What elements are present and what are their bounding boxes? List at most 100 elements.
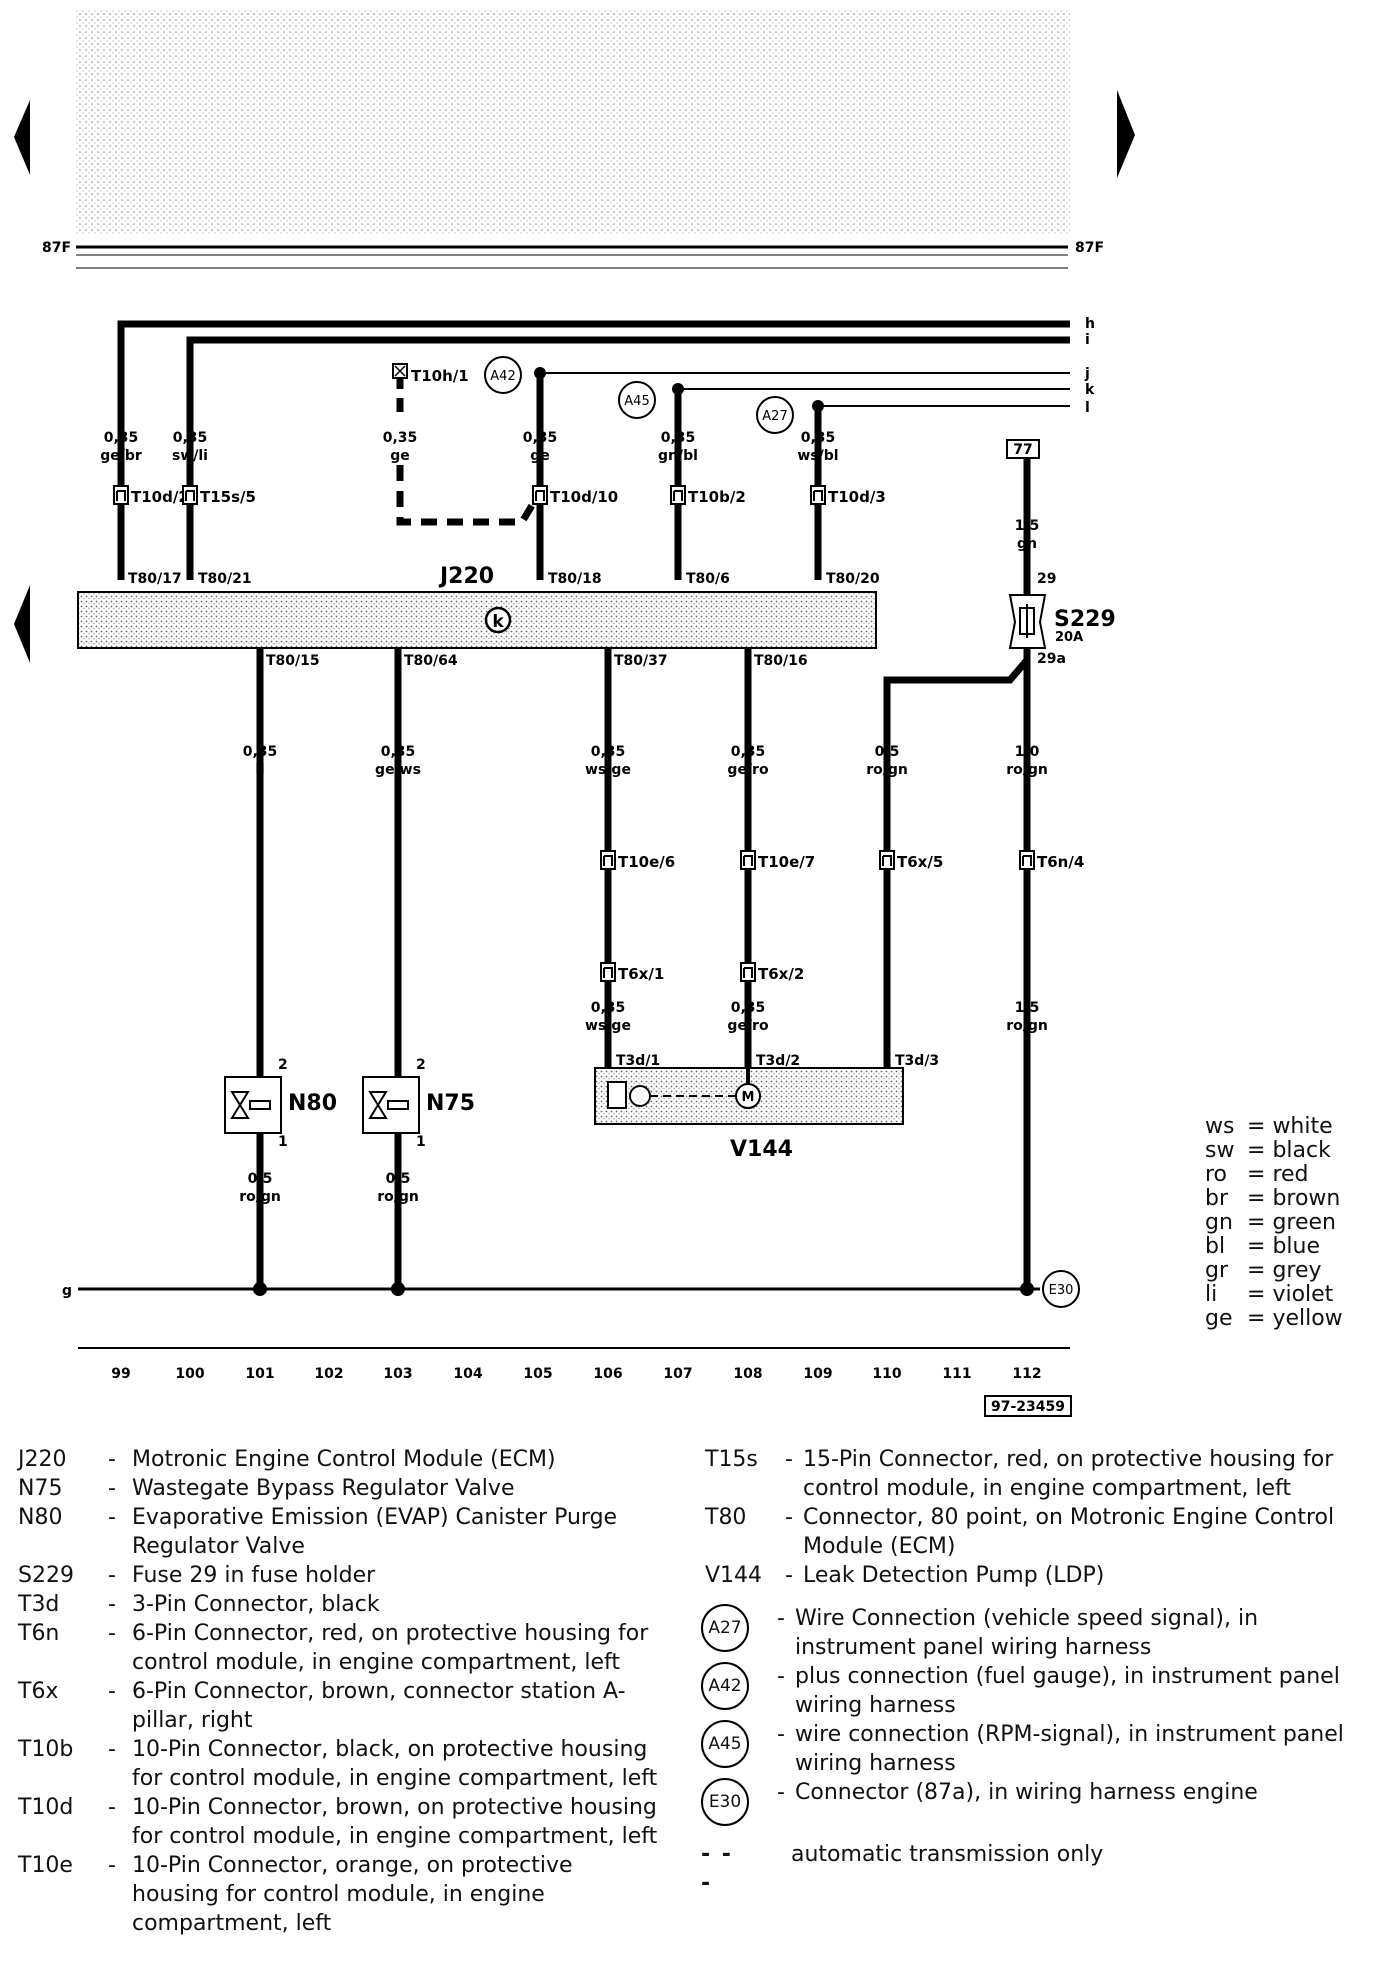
line-label-l: l: [1085, 400, 1090, 416]
circle-a42-label: A42: [490, 369, 515, 384]
svg-text:T3d/3: T3d/3: [895, 1053, 939, 1069]
conn-t10d10: T10d/10: [550, 488, 618, 506]
svg-text:T80/20: T80/20: [826, 571, 880, 587]
svg-text:100: 100: [175, 1366, 204, 1382]
svg-text:ro/gn: ro/gn: [1006, 1018, 1048, 1034]
svg-text:0,35: 0,35: [173, 430, 208, 446]
svg-text:0,5: 0,5: [386, 1171, 411, 1187]
svg-text:M: M: [742, 1090, 755, 1105]
line-label-i: i: [1085, 332, 1090, 348]
conn-t10b2: T10b/2: [688, 488, 746, 506]
svg-text:T80/17: T80/17: [128, 571, 182, 587]
line-label-k: k: [1085, 382, 1095, 398]
svg-text:ws/ge: ws/ge: [585, 1018, 631, 1034]
rail-label-left: 87F: [42, 240, 71, 256]
svg-text:0,35: 0,35: [731, 1000, 766, 1016]
bottom-wire-labels: 0,35 li 0,35 ge/ws 0,35 ws/ge 0,35 ge/ro…: [243, 744, 1048, 778]
line-label-j: j: [1084, 366, 1090, 382]
svg-text:0,35: 0,35: [104, 430, 139, 446]
legend-item: - - -automatic transmission only: [701, 1842, 1104, 1896]
legend-item: A42-plus connection (fuel gauge), in ins…: [701, 1662, 1345, 1720]
svg-text:1: 1: [278, 1134, 288, 1150]
valve-wire-labels: 0,5 ro/gn 0,5 ro/gn: [239, 1171, 419, 1205]
wire-connection-a42: [484, 356, 522, 394]
svg-text:2: 2: [416, 1057, 426, 1073]
svg-text:ro/gn: ro/gn: [377, 1189, 419, 1205]
valve-n75-label: N75: [426, 1091, 475, 1116]
svg-text:0,35: 0,35: [591, 744, 626, 760]
legend-item: S229-Fuse 29 in fuse holder: [18, 1563, 376, 1588]
svg-text:101: 101: [245, 1366, 274, 1382]
line-label-g: g: [62, 1283, 72, 1299]
ecm-top-pins: T80/17 T80/21 T80/18 T80/6 T80/20: [128, 571, 880, 587]
valve-n80-label: N80: [288, 1091, 337, 1116]
svg-text:ge: ge: [390, 448, 410, 464]
svg-text:104: 104: [453, 1366, 482, 1382]
svg-text:T80/18: T80/18: [548, 571, 602, 587]
legend-item: J220-Motronic Engine Control Module (ECM…: [18, 1447, 556, 1472]
svg-text:1,5: 1,5: [1015, 518, 1040, 534]
terminal-77: [1006, 439, 1040, 459]
svg-text:gn: gn: [1017, 536, 1037, 552]
legend-item: E30-Connector (87a), in wiring harness e…: [701, 1778, 1345, 1826]
conn-t6x2: T6x/2: [758, 965, 804, 983]
svg-text:ge/ws: ge/ws: [375, 762, 421, 778]
svg-text:111: 111: [942, 1366, 971, 1382]
svg-text:0,35: 0,35: [801, 430, 836, 446]
svg-text:ge/ro: ge/ro: [727, 1018, 769, 1034]
conn-t10e6: T10e/6: [618, 853, 675, 871]
svg-text:T80/6: T80/6: [686, 571, 730, 587]
legend-item: V144-Leak Detection Pump (LDP): [705, 1563, 1105, 1588]
svg-text:103: 103: [383, 1366, 412, 1382]
svg-text:ro/gn: ro/gn: [866, 762, 908, 778]
rail-label-right: 87F: [1075, 240, 1104, 256]
svg-text:77: 77: [1013, 442, 1032, 458]
conn-t10h1: T10h/1: [411, 367, 469, 385]
wire-connection-a27: [756, 396, 794, 434]
svg-text:29a: 29a: [1037, 651, 1066, 667]
conn-t6x1: T6x/1: [618, 965, 664, 983]
svg-text:li: li: [255, 762, 265, 778]
svg-text:110: 110: [872, 1366, 901, 1382]
legend-item: T10d-10-Pin Connector, brown, on protect…: [18, 1795, 658, 1849]
svg-text:0,35: 0,35: [383, 430, 418, 446]
svg-text:T80/37: T80/37: [614, 653, 668, 669]
conn-t10d2: T10d/2: [131, 488, 189, 506]
svg-text:ws/bl: ws/bl: [797, 448, 838, 464]
conn-t15s5: T15s/5: [200, 488, 256, 506]
svg-text:112: 112: [1012, 1366, 1041, 1382]
svg-text:T3d/1: T3d/1: [616, 1053, 660, 1069]
page-left-arrow[interactable]: [14, 100, 30, 175]
color-key: ws= white sw= black ro= red br= brown gn…: [1205, 1114, 1343, 1331]
circle-a27-label: A27: [762, 409, 787, 424]
svg-text:T80/64: T80/64: [404, 653, 458, 669]
svg-text:ge/ro: ge/ro: [727, 762, 769, 778]
line-label-h: h: [1085, 316, 1095, 332]
legend-left: J220-Motronic Engine Control Module (ECM…: [18, 1445, 658, 1938]
conn-t6x5: T6x/5: [897, 853, 943, 871]
top-wire-labels: 0,35 ge/br 0,35 sw/li 0,35 ge 0,35 ge 0,…: [100, 430, 838, 464]
legend-item: T10b-10-Pin Connector, black, on protect…: [18, 1737, 658, 1791]
legend-item: A45-wire connection (RPM-signal), in ins…: [701, 1720, 1345, 1778]
svg-text:0,35: 0,35: [591, 1000, 626, 1016]
svg-text:109: 109: [803, 1366, 832, 1382]
svg-text:0,35: 0,35: [243, 744, 278, 760]
lower-wire-labels: 0,35 ws/ge 0,35 ge/ro 1,5 ro/gn: [585, 1000, 1048, 1034]
svg-text:99: 99: [111, 1366, 130, 1382]
legend-item: A27-Wire Connection (vehicle speed signa…: [701, 1604, 1345, 1662]
legend-item: T6x-6-Pin Connector, brown, connector st…: [18, 1679, 626, 1733]
svg-text:97-23459: 97-23459: [991, 1399, 1065, 1415]
svg-text:0,5: 0,5: [248, 1171, 273, 1187]
ecm-bottom-pins: T80/15 T80/64 T80/37 T80/16: [266, 653, 808, 669]
ecm-j220: [77, 591, 877, 649]
page-left-arrow-2[interactable]: [14, 585, 30, 663]
valve-n80: [224, 1076, 282, 1134]
svg-text:ge: ge: [530, 448, 550, 464]
svg-text:ge/br: ge/br: [100, 448, 142, 464]
page-right-arrow[interactable]: [1117, 90, 1135, 178]
legend-item: T15s-15-Pin Connector, red, on protectiv…: [705, 1447, 1334, 1501]
svg-text:0,35: 0,35: [381, 744, 416, 760]
svg-text:ws/ge: ws/ge: [585, 762, 631, 778]
circle-a45-label: A45: [624, 394, 649, 409]
svg-text:1,5: 1,5: [1015, 1000, 1040, 1016]
